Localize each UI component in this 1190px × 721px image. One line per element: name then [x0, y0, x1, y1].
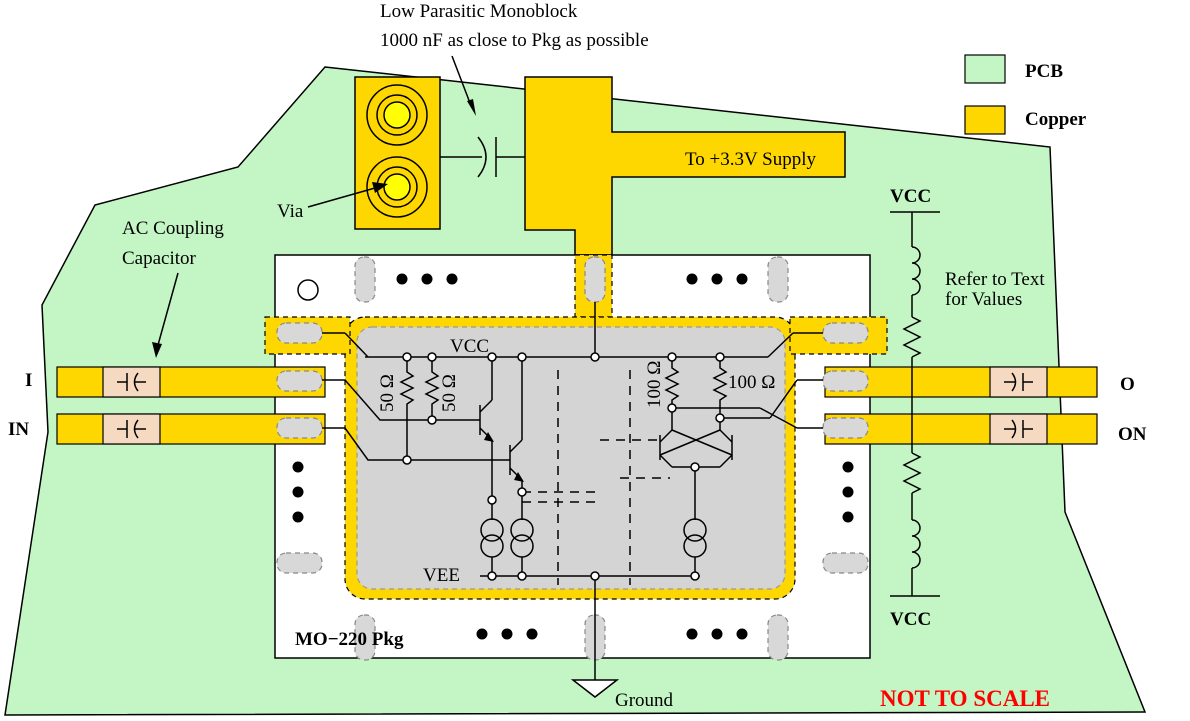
internal-circuit: VCC 50 Ω 50 Ω [322, 302, 823, 680]
package-label: MO−220 Pkg [295, 629, 404, 650]
omitted-pin-dots [292, 273, 854, 640]
output-on-capacitor [989, 413, 1048, 445]
die-vee-label: VEE [423, 565, 460, 586]
die [356, 326, 786, 590]
input-i-capacitor [102, 366, 161, 398]
output-o-capacitor [989, 366, 1048, 398]
not-to-scale-label: NOT TO SCALE [880, 686, 1050, 711]
supply-label: To +3.3V Supply [685, 149, 816, 170]
monoblock-label-line1: Low Parasitic Monoblock [380, 1, 578, 22]
termination-network [890, 211, 940, 597]
via-label: Via [277, 201, 304, 222]
ac-coupling-label-line2: Capacitor [122, 248, 197, 269]
monoblock-label-line2: 1000 nF as close to Pkg as possible [380, 30, 649, 51]
legend-pcb-swatch [964, 54, 1006, 84]
input-traces [56, 366, 326, 445]
die-vcc-label: VCC [450, 336, 489, 357]
supply-copper-trace [524, 76, 846, 256]
output-traces [822, 366, 1098, 445]
via-block [354, 76, 441, 230]
ground-label: Ground [615, 690, 674, 711]
resistor-50a-label: 50 Ω [377, 374, 398, 412]
refer-label-line2: for Values [945, 289, 1022, 310]
legend-copper-swatch [964, 105, 1006, 135]
pin1-marker [297, 279, 319, 301]
legend-pcb-label: PCB [1025, 61, 1063, 82]
ground-symbol [570, 679, 620, 698]
vcc-top-label: VCC [890, 186, 931, 207]
monoblock-capacitor [440, 136, 525, 178]
package-pads [276, 256, 869, 661]
legend: PCB Copper [964, 54, 1087, 135]
resistor-50b-label: 50 Ω [439, 374, 460, 412]
output-on-label: ON [1118, 424, 1147, 445]
legend-copper-label: Copper [1025, 109, 1087, 130]
output-o-label: O [1120, 374, 1135, 395]
input-in-capacitor [102, 413, 161, 445]
input-i-label: I [25, 370, 32, 391]
resistor-100a-label: 100 Ω [644, 361, 665, 408]
ac-coupling-label-line1: AC Coupling [122, 218, 224, 239]
refer-label-line1: Refer to Text [945, 269, 1045, 290]
resistor-100b-label: 100 Ω [728, 372, 775, 393]
vcc-bottom-label: VCC [890, 609, 931, 630]
input-in-label: IN [8, 419, 29, 440]
